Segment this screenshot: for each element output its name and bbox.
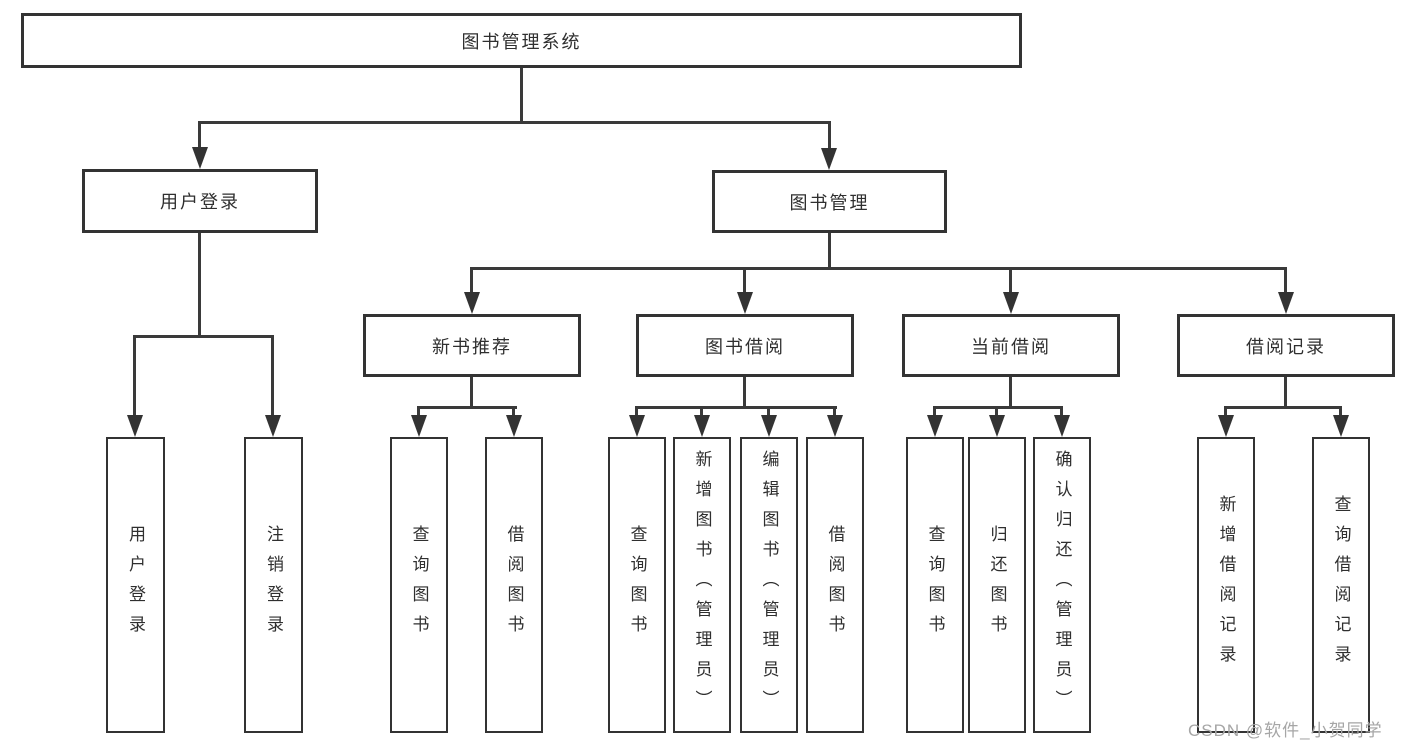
connector-current-borrow-stem [1009,377,1012,409]
connector-drop [833,406,836,417]
node-label: 图书管理系统 [461,31,582,52]
connector-user-login-stem [198,233,201,338]
connector-drop [700,406,703,417]
leaf-label: 查询图书 [925,525,945,645]
connector-book-borrow-bus [635,406,837,409]
arrow-to-leaf-login [127,415,143,437]
leaf-label: 用户登录 [126,525,145,645]
leaf-add-borrow-record: 新增借阅记录 [1197,437,1255,733]
leaf-query-borrow-record: 查询借阅记录 [1312,437,1370,733]
connector-book-borrow-stem [743,377,746,409]
arrow-to-leaf [827,415,843,437]
leaf-label: 查询借阅记录 [1331,495,1351,675]
node-label: 新书推荐 [432,336,512,357]
arrow-to-book-management [821,148,837,170]
leaf-label: 借阅图书 [825,525,845,645]
arrow-to-leaf-logout [265,415,281,437]
connector-drop [417,406,420,417]
connector-drop-book-management [828,121,831,150]
connector-drop [1224,406,1227,417]
leaf-label: 编辑图书（管理员） [759,450,779,720]
connector-drop [767,406,770,417]
connector-root-bus [198,121,831,124]
leaf-query-books-current: 查询图书 [906,437,964,733]
leaf-add-books-admin: 新增图书（管理员） [673,437,731,733]
connector-drop [995,406,998,417]
leaf-label: 新增图书（管理员） [692,450,712,720]
leaf-user-login: 用户登录 [106,437,165,733]
leaf-logout: 注销登录 [244,437,303,733]
connector-book-management-bus [470,267,1287,270]
leaf-confirm-return-admin: 确认归还（管理员） [1033,437,1091,733]
node-current-borrowing: 当前借阅 [902,314,1120,377]
node-label: 用户登录 [160,192,240,212]
node-label: 图书管理 [789,192,870,213]
connector-drop-book-borrow [743,267,746,294]
connector-drop-user-login [198,121,201,149]
arrow-to-leaf [1054,415,1070,437]
connector-new-books-stem [470,377,473,409]
node-borrowing-records: 借阅记录 [1177,314,1395,377]
leaf-label: 归还图书 [987,525,1007,645]
node-new-book-recommendation: 新书推荐 [363,314,581,377]
connector-current-borrow-bus [933,406,1063,409]
connector-drop [1339,406,1342,417]
leaf-query-books-newrec: 查询图书 [390,437,448,733]
connector-borrow-records-stem [1284,377,1287,409]
leaf-edit-books-admin: 编辑图书（管理员） [740,437,798,733]
arrow-to-leaf [506,415,522,437]
connector-book-management-stem [828,233,831,270]
arrow-to-leaf [927,415,943,437]
connector-drop-new-books [470,267,473,294]
connector-drop [933,406,936,417]
node-book-management: 图书管理 [712,170,947,233]
arrow-to-leaf [694,415,710,437]
arrow-to-leaf [989,415,1005,437]
arrow-to-leaf [761,415,777,437]
arrow-to-new-books [464,292,480,314]
node-user-login: 用户登录 [82,169,318,233]
leaf-label: 新增借阅记录 [1216,495,1236,675]
leaf-label: 确认归还（管理员） [1052,450,1072,720]
connector-drop-leaf-logout [271,335,274,417]
arrow-to-user-login [192,147,208,169]
arrow-to-leaf [1333,415,1349,437]
node-label: 当前借阅 [971,336,1051,357]
arrow-to-book-borrow [737,292,753,314]
arrow-to-leaf [411,415,427,437]
connector-new-books-bus [417,406,517,409]
connector-drop-current-borrow [1009,267,1012,294]
connector-borrow-records-bus [1224,406,1342,409]
csdn-watermark: CSDN @软件_小贺同学 [1188,721,1383,740]
leaf-borrow-books: 借阅图书 [806,437,864,733]
node-label: 借阅记录 [1246,336,1326,357]
connector-user-login-bus [133,335,274,338]
leaf-label: 查询图书 [627,525,647,645]
leaf-label: 查询图书 [409,525,429,645]
connector-drop [1060,406,1063,417]
connector-drop-borrow-records [1284,267,1287,294]
arrow-to-current-borrow [1003,292,1019,314]
leaf-label: 借阅图书 [504,525,524,645]
leaf-query-books-borrow: 查询图书 [608,437,666,733]
node-library-management-system: 图书管理系统 [21,13,1022,68]
node-label: 图书借阅 [705,336,785,357]
arrow-to-leaf [1218,415,1234,437]
leaf-label: 注销登录 [264,525,283,645]
node-book-borrowing: 图书借阅 [636,314,854,377]
leaf-return-books: 归还图书 [968,437,1026,733]
connector-root-stem [520,68,523,123]
connector-drop [635,406,638,417]
connector-drop [512,406,515,417]
arrow-to-leaf [629,415,645,437]
arrow-to-borrow-records [1278,292,1294,314]
connector-drop-leaf-login [133,335,136,417]
leaf-borrow-books-newrec: 借阅图书 [485,437,543,733]
